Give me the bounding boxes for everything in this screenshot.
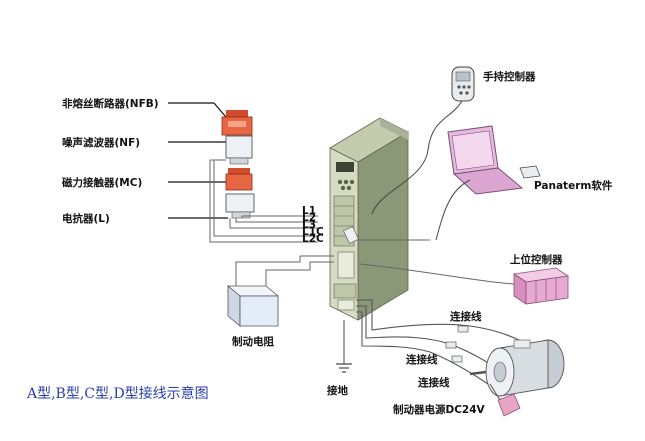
brake-resistor: [226, 255, 334, 327]
contactor-device: [225, 168, 253, 191]
terminal-label: L3: [302, 219, 316, 231]
handheld-controller: [371, 66, 475, 215]
label-cable-bottom: 连接线: [418, 376, 450, 389]
laptop: [435, 125, 541, 241]
label-noise-filter: 噪声滤波器(NF): [62, 136, 140, 149]
label-upper-controller: 上位控制器: [510, 253, 563, 266]
label-brake-resistor: 制动电阻: [232, 335, 274, 348]
label-ground: 接地: [327, 384, 348, 397]
terminal-label: L2: [302, 212, 316, 224]
terminal-labels: L1 L2 L3 L1C L2C: [302, 205, 324, 245]
label-contactor: 磁力接触器(MC): [62, 176, 142, 189]
label-brake-power: 制动器电源DC24V: [393, 403, 486, 416]
noise-filter-device: [225, 135, 253, 165]
brake-power-box: [489, 383, 521, 417]
label-panaterm: Panaterm软件: [534, 179, 613, 192]
servo-drive: [329, 117, 409, 321]
nfb-device: [221, 110, 253, 136]
terminal-label: L1C: [302, 226, 324, 238]
reactor-device: [225, 193, 255, 219]
label-nfb: 非熔丝断路器(NFB): [62, 97, 159, 110]
breaker-group: [168, 102, 318, 243]
cable-connector: [451, 355, 463, 363]
cable-connector: [445, 341, 457, 349]
upper-controller: [359, 263, 570, 305]
cable-connector: [457, 325, 469, 333]
label-reactor: 电抗器(L): [62, 212, 110, 225]
label-handheld: 手持控制器: [483, 70, 536, 83]
ground-symbol: [336, 320, 352, 373]
terminal-label: L2C: [302, 233, 324, 245]
label-cable-mid: 连接线: [406, 353, 438, 366]
label-cable-top: 连接线: [450, 310, 482, 323]
terminal-label: L1: [302, 205, 316, 217]
servo-motor: [469, 339, 565, 397]
diagram-caption: A型,B型,C型,D型接线示意图: [26, 385, 209, 402]
